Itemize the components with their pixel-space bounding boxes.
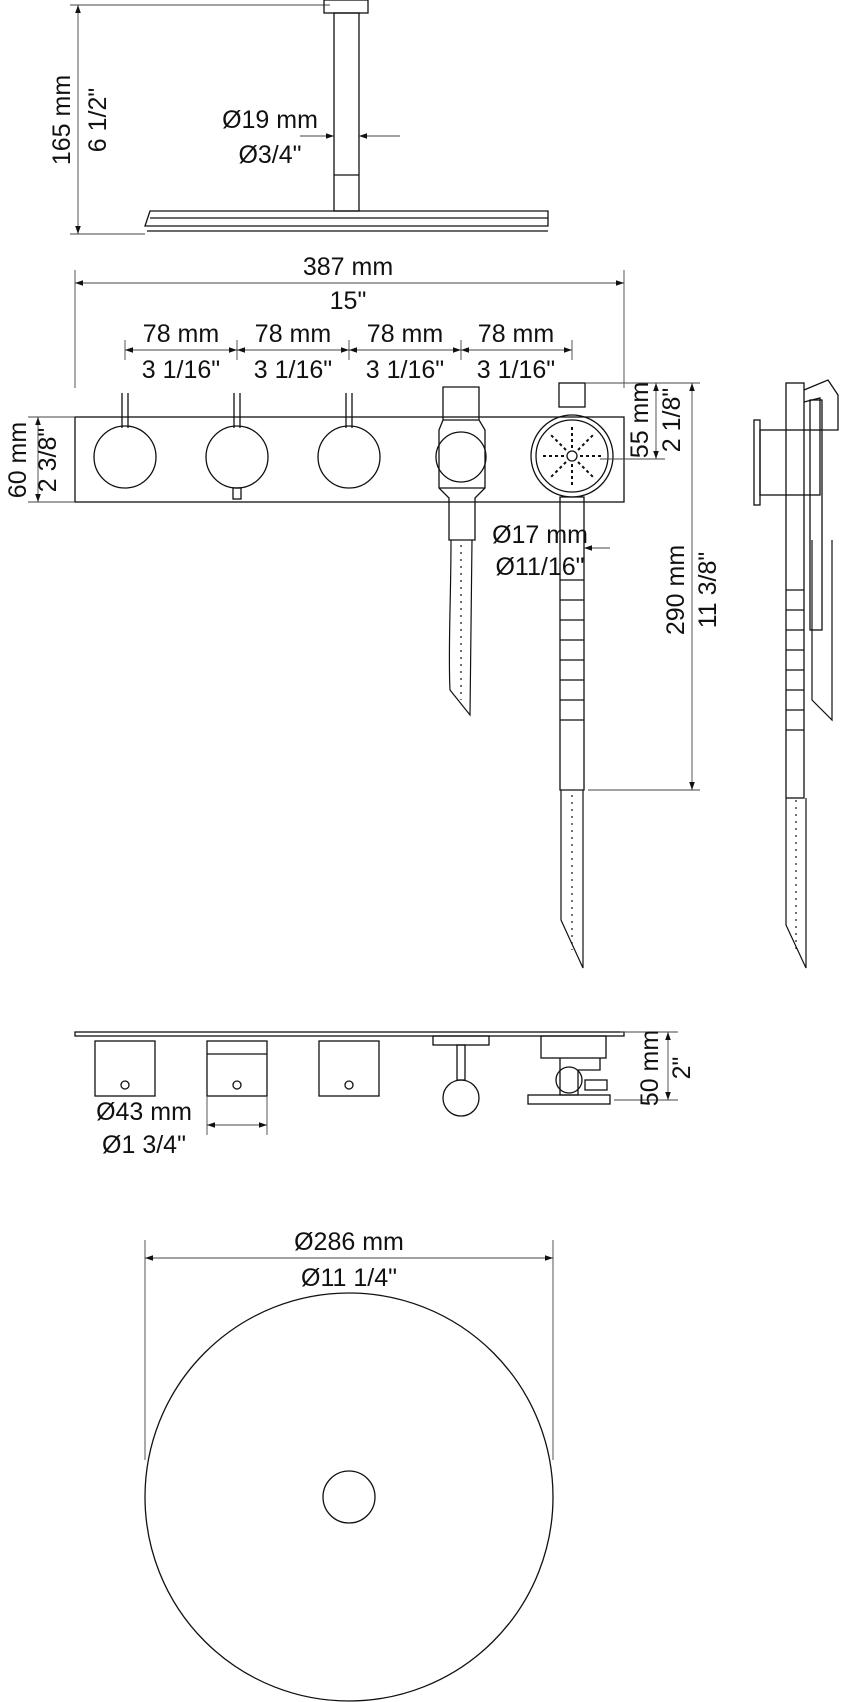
valve-plate-front-view — [74, 382, 625, 791]
knob-diameter-mm: Ø43 mm — [96, 1098, 192, 1126]
plate-width-dimension — [74, 270, 625, 388]
plate-height-dimension — [28, 416, 75, 503]
plate-width-mm: 387 mm — [303, 253, 393, 281]
head-diameter-in: Ø11 1/4" — [301, 1264, 397, 1292]
spacing-mm-2: 78 mm — [255, 320, 331, 348]
spacing-in-1: 3 1/16" — [142, 356, 220, 384]
hose-holder-hose — [448, 539, 473, 717]
arm-diameter-mm: Ø19 mm — [222, 106, 318, 134]
projection-mm: 50 mm — [636, 1030, 664, 1106]
shower-head-plan-view — [144, 1240, 554, 1702]
handshower-head-mm: 55 mm — [626, 382, 654, 458]
overhead-shower-side-view — [70, 0, 549, 235]
spacing-mm-3: 78 mm — [367, 320, 443, 348]
handshower-length-mm: 290 mm — [662, 545, 690, 635]
overhead-height-mm: 165 mm — [48, 75, 76, 165]
projection-in: 2" — [668, 1057, 696, 1080]
handle-diameter-mm: Ø17 mm — [492, 521, 588, 549]
spacing-in-4: 3 1/16" — [477, 356, 555, 384]
arm-diameter-in: Ø3/4" — [238, 141, 301, 169]
projection-dimension — [614, 1031, 678, 1101]
handshower-side-view — [753, 379, 839, 969]
handshower-hose — [560, 790, 584, 969]
knob-diameter-dimension — [206, 1096, 268, 1135]
handshower-length-dimension — [588, 382, 700, 791]
overhead-height-in: 6 1/2" — [84, 88, 112, 152]
spray-nozzles — [540, 424, 604, 488]
head-diameter-mm: Ø286 mm — [294, 1228, 404, 1256]
handle-diameter-in: Ø11/16" — [495, 553, 584, 581]
knob-diameter-in: Ø1 3/4" — [102, 1131, 186, 1159]
handshower-head-in: 2 1/8" — [658, 388, 686, 452]
spacing-in-3: 3 1/16" — [366, 356, 444, 384]
plate-width-in: 15" — [330, 287, 367, 315]
plate-height-in: 2 3/8" — [34, 428, 62, 492]
plate-height-mm: 60 mm — [4, 422, 32, 498]
spacing-dimension — [124, 340, 573, 360]
spacing-in-2: 3 1/16" — [254, 356, 332, 384]
spacing-mm-4: 78 mm — [478, 320, 554, 348]
handshower-length-in: 11 3/8" — [694, 552, 722, 629]
valve-plate-top-view — [74, 1031, 625, 1117]
spacing-mm-1: 78 mm — [143, 320, 219, 348]
